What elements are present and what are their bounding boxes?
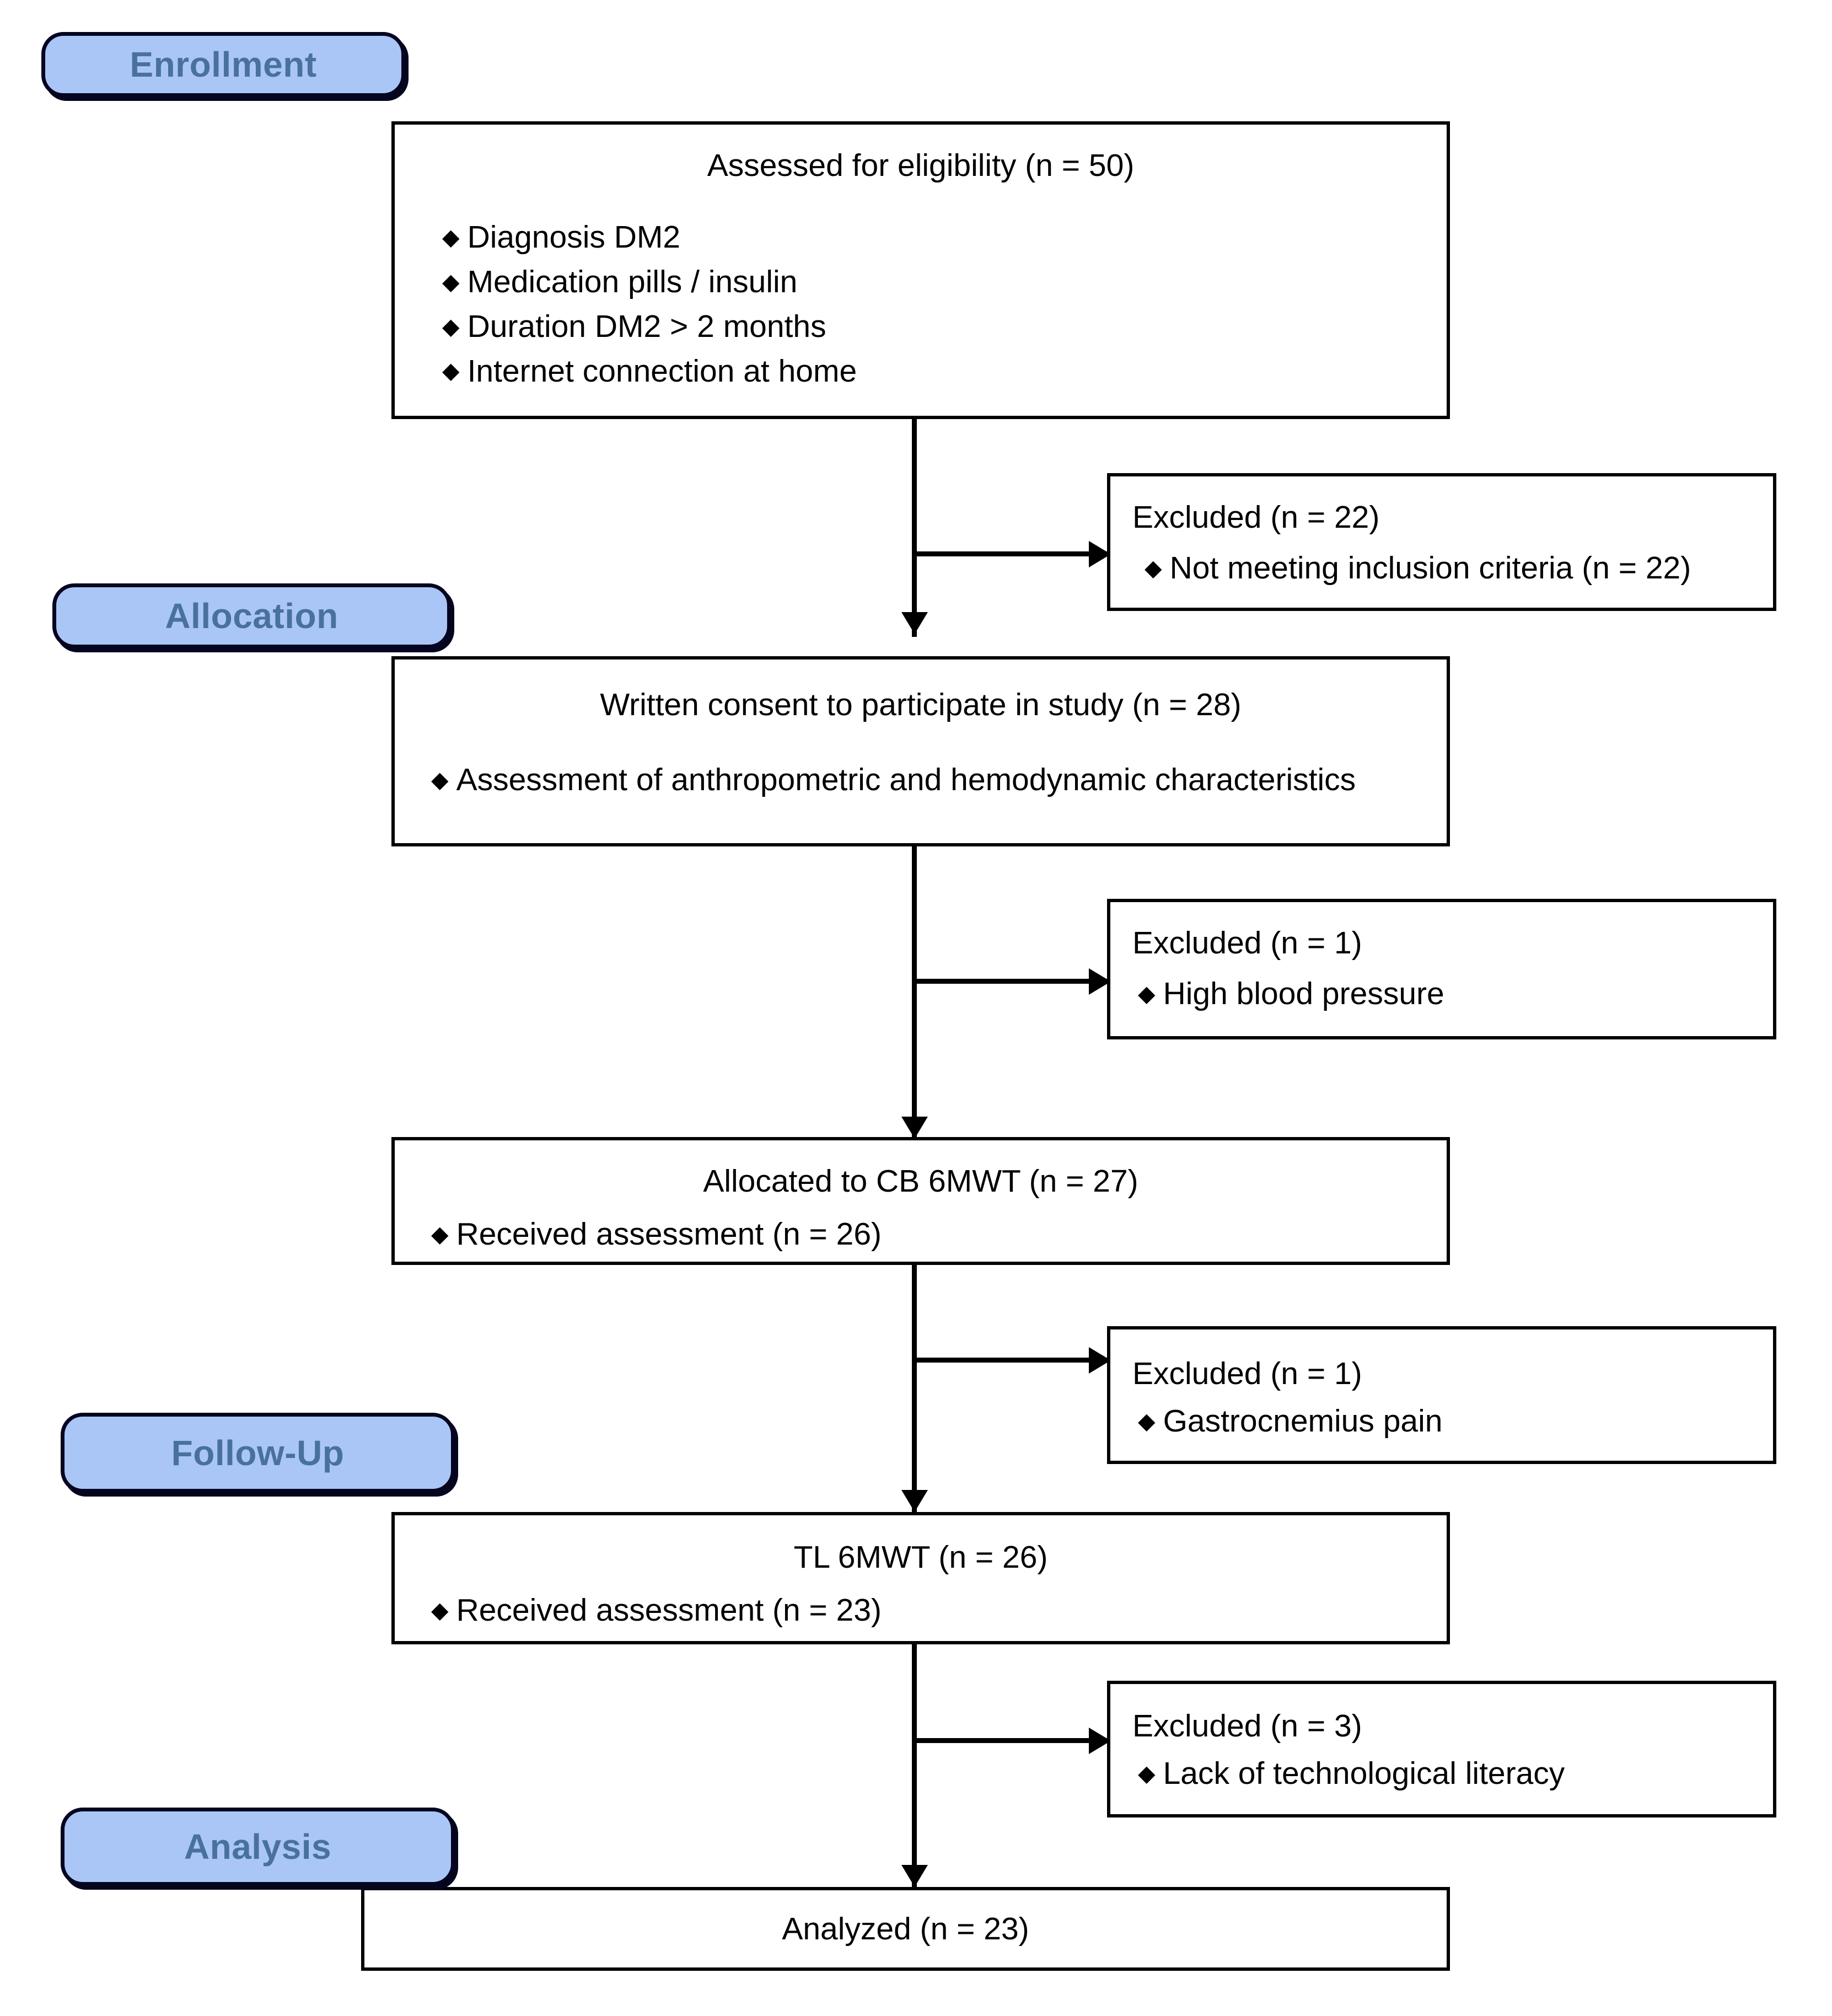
box-assessed-for-eligibility: Assessed for eligibility (n = 50) ◆Diagn… bbox=[391, 121, 1450, 419]
box-excluded-3: Excluded (n = 1) ◆Gastrocnemius pain bbox=[1107, 1326, 1776, 1464]
stage-label-text: Analysis bbox=[184, 1827, 332, 1867]
bullet-list-excluded-1: ◆Not meeting inclusion criteria (n = 22) bbox=[1132, 546, 1773, 591]
box-tl-6mwt: TL 6MWT (n = 26) ◆Received assessment (n… bbox=[391, 1512, 1450, 1644]
box-title-tl-6mwt: TL 6MWT (n = 26) bbox=[793, 1540, 1048, 1575]
diamond-bullet-icon: ◆ bbox=[442, 313, 460, 339]
list-item: ◆Lack of technological literacy bbox=[1138, 1756, 1565, 1792]
diamond-bullet-icon: ◆ bbox=[431, 766, 449, 792]
connector-tl-to-analyzed bbox=[912, 1640, 917, 1891]
connector-consent-to-allocated bbox=[912, 844, 917, 1141]
connector-to-excluded-4 bbox=[912, 1738, 1116, 1743]
bullet-list-excluded-2: ◆High blood pressure bbox=[1132, 972, 1773, 1016]
list-item: ◆Received assessment (n = 26) bbox=[431, 1216, 882, 1252]
excluded-1-heading: Excluded (n = 22) bbox=[1132, 500, 1380, 535]
list-item: ◆Gastrocnemius pain bbox=[1138, 1403, 1443, 1439]
list-item: ◆Internet connection at home bbox=[442, 353, 857, 389]
list-item: ◆Received assessment (n = 23) bbox=[431, 1593, 882, 1628]
diamond-bullet-icon: ◆ bbox=[431, 1221, 449, 1247]
diamond-bullet-icon: ◆ bbox=[1138, 1760, 1156, 1786]
list-item: ◆Assessment of anthropometric and hemody… bbox=[431, 762, 1356, 798]
arrow-into-consent bbox=[901, 612, 928, 634]
connector-allocated-to-tl bbox=[912, 1263, 917, 1516]
connector-to-excluded-3 bbox=[912, 1358, 1116, 1363]
box-title-consent: Written consent to participate in study … bbox=[600, 687, 1242, 722]
stage-label-text: Enrollment bbox=[130, 45, 317, 84]
box-excluded-2: Excluded (n = 1) ◆High blood pressure bbox=[1107, 899, 1776, 1039]
diamond-bullet-icon: ◆ bbox=[1145, 555, 1162, 581]
bullet-list-excluded-3: ◆Gastrocnemius pain bbox=[1132, 1399, 1773, 1444]
box-title-eligibility: Assessed for eligibility (n = 50) bbox=[707, 148, 1135, 183]
bullet-list-excluded-4: ◆Lack of technological literacy bbox=[1132, 1751, 1773, 1796]
box-title-allocated-cb: Allocated to CB 6MWT (n = 27) bbox=[703, 1164, 1138, 1199]
arrow-into-tl bbox=[901, 1490, 928, 1512]
box-excluded-1: Excluded (n = 22) ◆Not meeting inclusion… bbox=[1107, 473, 1776, 611]
stage-label-allocation: Allocation bbox=[52, 583, 451, 648]
list-item: ◆High blood pressure bbox=[1138, 976, 1444, 1012]
diamond-bullet-icon: ◆ bbox=[442, 358, 460, 384]
box-written-consent: Written consent to participate in study … bbox=[391, 656, 1450, 846]
diamond-bullet-icon: ◆ bbox=[1138, 980, 1156, 1006]
bullet-list-tl-6mwt: ◆Received assessment (n = 23) bbox=[395, 1588, 1447, 1633]
box-title-analyzed: Analyzed (n = 23) bbox=[782, 1911, 1029, 1947]
diamond-bullet-icon: ◆ bbox=[431, 1597, 449, 1623]
excluded-4-heading: Excluded (n = 3) bbox=[1132, 1708, 1362, 1744]
diamond-bullet-icon: ◆ bbox=[1138, 1408, 1156, 1434]
connector-to-excluded-1 bbox=[912, 551, 1116, 556]
box-analyzed: Analyzed (n = 23) bbox=[361, 1887, 1450, 1971]
stage-label-follow-up: Follow-Up bbox=[61, 1413, 455, 1493]
bullet-list-consent: ◆Assessment of anthropometric and hemody… bbox=[395, 758, 1447, 802]
connector-to-excluded-2 bbox=[912, 979, 1116, 984]
list-item: ◆Diagnosis DM2 bbox=[442, 219, 681, 255]
list-item: ◆Not meeting inclusion criteria (n = 22) bbox=[1145, 550, 1691, 586]
list-item: ◆Medication pills / insulin bbox=[442, 264, 798, 300]
diamond-bullet-icon: ◆ bbox=[442, 224, 460, 250]
box-allocated-cb-6mwt: Allocated to CB 6MWT (n = 27) ◆Received … bbox=[391, 1137, 1450, 1265]
stage-label-analysis: Analysis bbox=[61, 1808, 455, 1886]
diamond-bullet-icon: ◆ bbox=[442, 269, 460, 294]
excluded-2-heading: Excluded (n = 1) bbox=[1132, 925, 1362, 961]
stage-label-text: Follow-Up bbox=[171, 1433, 345, 1473]
bullet-list-allocated-cb: ◆Received assessment (n = 26) bbox=[395, 1212, 1447, 1257]
box-excluded-4: Excluded (n = 3) ◆Lack of technological … bbox=[1107, 1681, 1776, 1817]
list-item: ◆Duration DM2 > 2 months bbox=[442, 309, 826, 345]
excluded-3-heading: Excluded (n = 1) bbox=[1132, 1356, 1362, 1391]
stage-label-enrollment: Enrollment bbox=[41, 32, 405, 97]
arrow-into-allocated bbox=[901, 1117, 928, 1139]
bullet-list-eligibility: ◆Diagnosis DM2 ◆Medication pills / insul… bbox=[395, 215, 1447, 394]
connector-eligibility-to-consent bbox=[912, 419, 917, 637]
stage-label-text: Allocation bbox=[165, 596, 339, 636]
arrow-into-analyzed bbox=[901, 1865, 928, 1887]
